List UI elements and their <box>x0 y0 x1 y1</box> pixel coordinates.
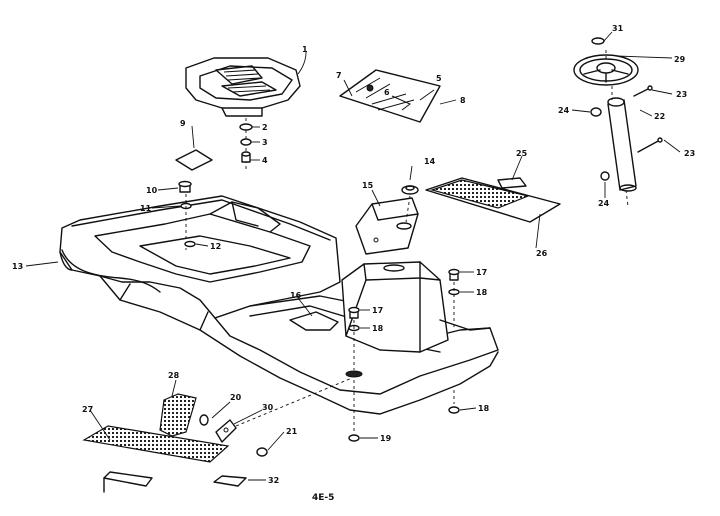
callout-12: 12 <box>210 242 221 251</box>
callout-8: 8 <box>460 96 466 105</box>
callout-18c: 18 <box>478 404 490 413</box>
fasteners-17-18 <box>348 268 460 442</box>
callout-9: 9 <box>180 119 186 128</box>
callout-17b: 17 <box>372 306 383 315</box>
callout-23a: 23 <box>676 90 687 99</box>
steering-column <box>590 85 663 207</box>
callout-15: 15 <box>362 181 374 190</box>
callout-18a: 18 <box>476 288 488 297</box>
callout-22: 22 <box>654 112 665 121</box>
callout-24a: 24 <box>558 106 570 115</box>
floor-mat <box>425 177 561 223</box>
callout-3: 3 <box>262 138 268 147</box>
callout-17a: 17 <box>476 268 487 277</box>
callout-28: 28 <box>168 371 180 380</box>
callout-6: 6 <box>384 88 390 97</box>
callout-20: 20 <box>230 393 242 402</box>
decals-32 <box>103 471 247 493</box>
callout-29: 29 <box>674 55 686 64</box>
decal-9 <box>175 149 213 171</box>
callout-1: 1 <box>302 45 308 54</box>
callout-5: 5 <box>436 74 442 83</box>
leader-lines <box>25 31 681 481</box>
steering-wheel <box>573 37 639 86</box>
callout-4: 4 <box>262 156 268 165</box>
body-chassis <box>59 195 499 415</box>
pedal-link <box>199 377 353 457</box>
callout-30: 30 <box>262 403 274 412</box>
seat-hardware <box>239 118 253 170</box>
callout-2: 2 <box>262 123 268 132</box>
callout-31: 31 <box>612 24 624 33</box>
pedal-pad <box>159 393 197 437</box>
callout-10: 10 <box>146 186 158 195</box>
callout-24b: 24 <box>598 199 610 208</box>
seat <box>185 57 301 117</box>
foot-grate <box>82 425 230 463</box>
callout-32: 32 <box>268 476 279 485</box>
callout-19: 19 <box>380 434 392 443</box>
callout-7: 7 <box>336 71 342 80</box>
callout-26: 26 <box>536 249 548 258</box>
console-cover <box>355 185 419 255</box>
callout-11: 11 <box>140 204 152 213</box>
callout-23b: 23 <box>684 149 695 158</box>
callout-25: 25 <box>516 149 528 158</box>
callout-27: 27 <box>82 405 93 414</box>
callout-labels: 1 2 3 4 5 6 7 8 9 10 11 12 13 14 15 16 1… <box>12 24 695 503</box>
callout-18b: 18 <box>372 324 384 333</box>
callout-14: 14 <box>424 157 436 166</box>
fasteners-10-11 <box>178 180 196 250</box>
callout-21: 21 <box>286 427 298 436</box>
callout-13: 13 <box>12 262 23 271</box>
figure-label: 4E-5 <box>312 493 334 503</box>
callout-16: 16 <box>290 291 302 300</box>
instruction-decal <box>339 69 441 123</box>
